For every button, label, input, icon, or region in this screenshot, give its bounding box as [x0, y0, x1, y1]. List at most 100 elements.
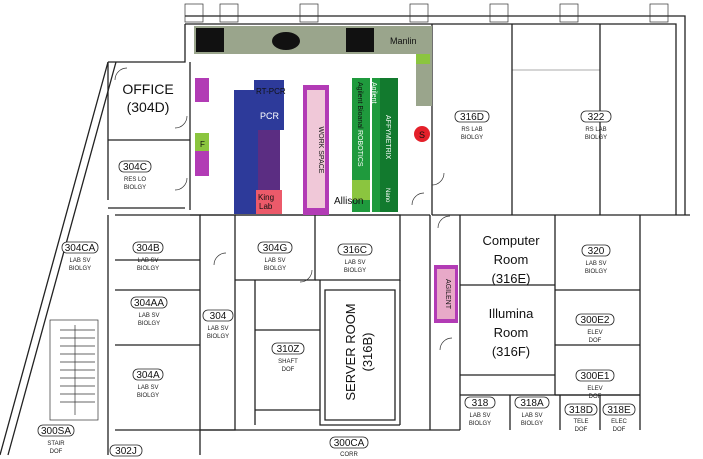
top-bench	[194, 26, 432, 106]
r310Z-line1: SHAFT	[278, 359, 298, 365]
r320-line2: BIOLGY	[585, 269, 607, 275]
r300E1-line1: ELEV	[587, 386, 602, 392]
r318E-line2: DOF	[613, 427, 626, 433]
agilent-bioanal-label: Agilent Bioanal	[356, 82, 363, 129]
r302J-number: 302J	[115, 446, 137, 457]
r304AA-number: 304AA	[134, 298, 164, 309]
r322-line2: BIOLGY	[585, 135, 607, 141]
r320-line1: LAB SV	[585, 261, 606, 267]
robotics-label: ROBOTICS	[356, 130, 363, 167]
office-number: (304D)	[127, 99, 170, 115]
r304-number: 304	[210, 311, 227, 322]
r304A-line2: BIOLGY	[137, 393, 159, 399]
king-label-1: King	[258, 193, 274, 202]
r304C-line1: RES LO	[124, 177, 146, 183]
r300E1-number: 300E1	[581, 371, 610, 382]
f-block	[195, 133, 209, 151]
r304B-line2: BIOLGY	[137, 266, 159, 272]
illumina-number: (316F)	[492, 344, 530, 359]
server-name: SERVER ROOM	[343, 303, 358, 400]
lime-block	[352, 180, 370, 200]
r318D-number: 318D	[569, 405, 593, 416]
r318-line1: LAB SV	[469, 413, 490, 419]
r320-number: 320	[588, 246, 605, 257]
affymetrix-label: AFFYMETRIX	[384, 115, 391, 160]
r300CA-line1: CORR	[340, 452, 358, 458]
r316C-line2: BIOLGY	[344, 268, 366, 274]
room-tags: 304C RES LO BIOLGY 304CA LAB SV BIOLGY 3…	[37, 110, 636, 458]
r300SA-number: 300SA	[41, 426, 71, 437]
allison-label: Allison	[334, 196, 363, 207]
agilent-room-label: AGILENT	[444, 279, 451, 310]
r304AA-line1: LAB SV	[138, 313, 159, 319]
server-number: (316B)	[360, 332, 375, 371]
r304G-number: 304G	[263, 243, 288, 254]
stairwell	[49, 319, 99, 421]
r300E2-line2: DOF	[589, 338, 602, 344]
r318D-line1: TELE	[573, 419, 588, 425]
r316C-number: 316C	[343, 245, 367, 256]
r318D-line2: DOF	[575, 427, 588, 433]
r316D-line2: BIOLGY	[461, 135, 483, 141]
r304CA-line2: BIOLGY	[69, 266, 91, 272]
r304G-line2: BIOLGY	[264, 266, 286, 272]
r316C-line1: LAB SV	[344, 260, 365, 266]
affymetrix-bench-b	[380, 78, 398, 212]
office-bench	[195, 78, 209, 102]
nano-label: Nano	[384, 188, 390, 203]
r300SA-line2: DOF	[50, 449, 63, 455]
r318-number: 318	[472, 398, 489, 409]
s-marker	[414, 126, 430, 142]
r316D-line1: RS LAB	[461, 127, 482, 133]
computer-name-2: Room	[494, 252, 529, 267]
r300E1-line2: DOF	[589, 394, 602, 400]
r318A-line1: LAB SV	[521, 413, 542, 419]
r300CA-number: 300CA	[334, 438, 365, 449]
equipment-layout	[195, 78, 458, 323]
workspace-inner	[307, 90, 325, 208]
pcr-block	[254, 102, 284, 130]
r300E2-line1: ELEV	[587, 330, 602, 336]
office-name: OFFICE	[122, 81, 173, 97]
manlin-label: Manlin	[390, 36, 417, 46]
r318-line2: BIOLGY	[469, 421, 491, 427]
equipment-labels: RT-PCR PCR King Lab WORK SPACE Agilent B…	[200, 36, 451, 310]
door-swings	[114, 67, 453, 351]
pcr-label: PCR	[260, 111, 280, 121]
workspace-label: WORK SPACE	[317, 127, 324, 174]
king-label-2: Lab	[259, 202, 273, 211]
purple-bench	[258, 130, 280, 190]
illumina-name-2: Room	[494, 325, 529, 340]
r304C-number: 304C	[123, 162, 147, 173]
r300SA-line1: STAIR	[47, 441, 65, 447]
r304CA-number: 304CA	[65, 243, 96, 254]
r304B-line1: LAB SV	[137, 258, 158, 264]
agilent-room-inner	[437, 269, 455, 319]
r318E-line1: ELEC	[611, 419, 627, 425]
rtpcr-block	[254, 80, 284, 102]
agilent-label: Agilent	[370, 82, 377, 103]
r300E2-number: 300E2	[581, 315, 610, 326]
r304B-number: 304B	[136, 243, 160, 254]
r304-line1: LAB SV	[207, 326, 228, 332]
king-lab-block	[256, 190, 282, 214]
illumina-name-1: Illumina	[489, 306, 535, 321]
r304A-number: 304A	[136, 370, 160, 381]
robotics-bench	[352, 78, 370, 212]
r310Z-line2: DOF	[282, 367, 295, 373]
rtpcr-label: RT-PCR	[256, 87, 286, 96]
f-label: F	[200, 140, 205, 149]
r304AA-line2: BIOLGY	[138, 321, 160, 327]
r304C-line2: BIOLGY	[124, 185, 146, 191]
r310Z-number: 310Z	[277, 344, 300, 355]
r322-line1: RS LAB	[585, 127, 606, 133]
office-bench-lower	[195, 150, 209, 176]
computer-name-1: Computer	[482, 233, 540, 248]
s-label: S	[419, 130, 425, 140]
r318A-line2: BIOLGY	[521, 421, 543, 427]
r304CA-line1: LAB SV	[69, 258, 90, 264]
r304A-line1: LAB SV	[137, 385, 158, 391]
r316D-number: 316D	[460, 112, 484, 123]
computer-number: (316E)	[491, 271, 530, 286]
